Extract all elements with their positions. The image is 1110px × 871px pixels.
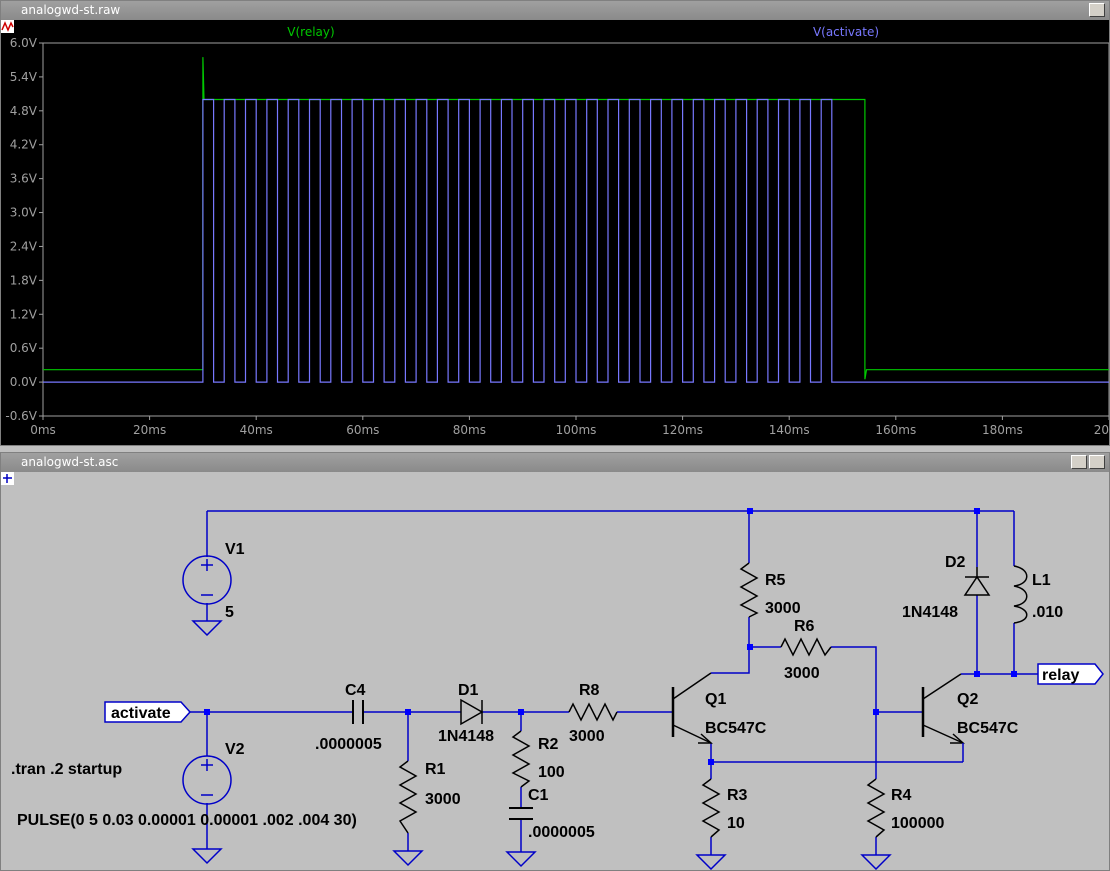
ground-symbols: [392, 850, 892, 870]
y-tick-label: 4.8V: [10, 104, 38, 118]
r2-value: 100: [538, 764, 565, 781]
y-tick-label: 1.8V: [10, 273, 38, 287]
c4-value: .0000005: [315, 736, 382, 753]
r2-name: R2: [538, 736, 559, 753]
y-tick-label: 3.6V: [10, 172, 38, 186]
x-tick-label: 140ms: [769, 423, 810, 437]
l1-value: .010: [1032, 604, 1063, 621]
wires: [181, 510, 1038, 855]
v2-source-symbol[interactable]: [182, 755, 232, 865]
x-tick-label: 160ms: [875, 423, 916, 437]
c1-name: C1: [528, 787, 549, 804]
component-labels: V1 5 V2 C4 .0000005 D1 1N4148 R8 3000 Q1…: [225, 541, 1063, 841]
d2-value: 1N4148: [902, 604, 958, 621]
c4-name: C4: [345, 682, 366, 699]
r1-name: R1: [425, 761, 446, 778]
r8-value: 3000: [569, 728, 605, 745]
v1-value: 5: [225, 604, 234, 621]
y-tick-label: 4.2V: [10, 138, 38, 152]
y-tick-label: -0.6V: [5, 409, 37, 423]
q2-name: Q2: [957, 691, 978, 708]
d2-diode-symbol[interactable]: [963, 567, 991, 596]
r8-resistor-symbol[interactable]: [568, 702, 618, 722]
waveform-app-icon: [1, 20, 14, 33]
waveform-titlebar[interactable]: analogwd-st.raw: [1, 1, 1109, 33]
trace-label[interactable]: V(activate): [813, 25, 879, 39]
x-tick-label: 40ms: [240, 423, 273, 437]
x-tick-label: 0ms: [30, 423, 56, 437]
waveform-window[interactable]: analogwd-st.raw 6.0V 5.4V 4.8V 4.2V 3.6V 3.0V…: [0, 0, 1110, 446]
v1-source-symbol[interactable]: [182, 555, 232, 637]
activate-net-label[interactable]: activate: [104, 701, 192, 723]
svg-text:activate: activate: [111, 705, 171, 722]
r1-value: 3000: [425, 791, 461, 808]
waveform-plot[interactable]: 6.0V 5.4V 4.8V 4.2V 3.6V 3.0V 2.4V 1.8V 1.2V 0.6V…: [1, 20, 1110, 446]
c1-value: .0000005: [528, 824, 595, 841]
q1-name: Q1: [705, 691, 726, 708]
r3-name: R3: [727, 787, 748, 804]
tran-directive[interactable]: .tran .2 startup: [11, 761, 122, 778]
schematic-canvas[interactable]: activate relay: [1, 472, 1110, 871]
x-tick-label: 180ms: [982, 423, 1023, 437]
r6-value: 3000: [784, 665, 820, 682]
x-tick-label: 60ms: [346, 423, 379, 437]
y-tick-label: 1.2V: [10, 307, 38, 321]
c1-capacitor-symbol[interactable]: [509, 807, 533, 820]
r5-value: 3000: [765, 600, 801, 617]
y-tick-label: 3.0V: [10, 206, 38, 220]
schematic-app-icon: [1, 472, 14, 485]
x-tick-label: 100ms: [556, 423, 597, 437]
series-line-v-activate-: [43, 98, 1109, 383]
d1-diode-symbol[interactable]: [460, 698, 484, 726]
schematic-titlebar[interactable]: analogwd-st.asc: [1, 453, 1109, 485]
trace-label[interactable]: V(relay): [287, 25, 334, 39]
svg-text:relay: relay: [1042, 667, 1079, 684]
q1-value: BC547C: [705, 720, 767, 737]
schematic-window[interactable]: analogwd-st.asc: [0, 452, 1110, 871]
r2-resistor-symbol[interactable]: [511, 730, 531, 788]
y-tick-label: 6.0V: [10, 36, 38, 50]
d1-value: 1N4148: [438, 728, 494, 745]
l1-name: L1: [1032, 572, 1051, 589]
minimize-button[interactable]: [1071, 455, 1087, 469]
d2-name: D2: [945, 554, 966, 571]
q2-transistor-symbol[interactable]: [921, 673, 965, 762]
y-tick-label: 2.4V: [10, 239, 38, 253]
junctions: [204, 508, 1017, 765]
x-tick-label: 20: [1094, 423, 1109, 437]
x-tick-label: 20ms: [133, 423, 166, 437]
r4-value: 100000: [891, 815, 944, 832]
r6-name: R6: [794, 618, 815, 635]
q2-value: BC547C: [957, 720, 1019, 737]
r8-name: R8: [579, 682, 600, 699]
q1-transistor-symbol[interactable]: [671, 672, 713, 744]
restore-button[interactable]: [1089, 455, 1105, 469]
y-tick-label: 0.0V: [10, 375, 38, 389]
r6-resistor-symbol[interactable]: [780, 637, 832, 657]
r3-value: 10: [727, 815, 745, 832]
x-tick-label: 120ms: [662, 423, 703, 437]
y-tick-label: 0.6V: [10, 341, 38, 355]
v2-name: V2: [225, 741, 245, 758]
maximize-button[interactable]: [1089, 3, 1105, 17]
r5-resistor-symbol[interactable]: [739, 562, 759, 618]
x-tick-label: 80ms: [453, 423, 486, 437]
waveform-window-title: analogwd-st.raw: [21, 3, 121, 17]
r1-resistor-symbol[interactable]: [398, 760, 418, 834]
schematic-window-title: analogwd-st.asc: [21, 455, 119, 469]
v1-name: V1: [225, 541, 245, 558]
d1-name: D1: [458, 682, 479, 699]
relay-net-label[interactable]: relay: [1037, 663, 1104, 685]
y-tick-label: 5.4V: [10, 70, 38, 84]
r3-resistor-symbol[interactable]: [701, 778, 721, 838]
r5-name: R5: [765, 572, 786, 589]
r4-name: R4: [891, 787, 912, 804]
pulse-directive[interactable]: PULSE(0 5 0.03 0.00001 0.00001 .002 .004…: [17, 812, 357, 829]
c4-capacitor-symbol[interactable]: [352, 700, 364, 724]
r4-resistor-symbol[interactable]: [866, 778, 886, 838]
l1-inductor-symbol[interactable]: [1013, 565, 1028, 624]
